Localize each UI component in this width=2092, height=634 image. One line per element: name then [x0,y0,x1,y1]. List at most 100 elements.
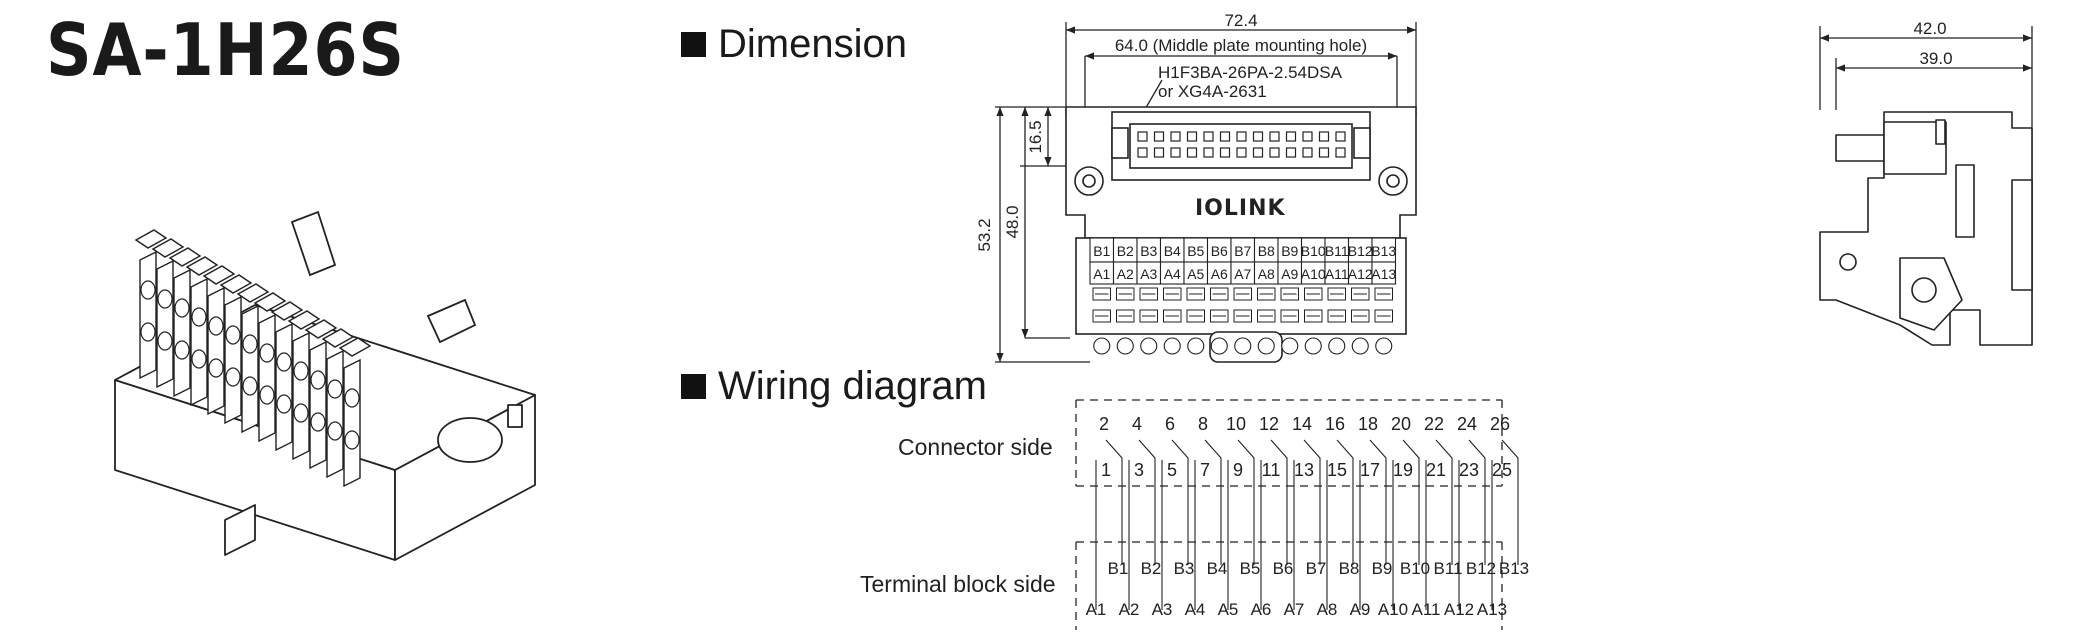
terminal-hole [1328,337,1346,355]
connector-pin [1335,147,1346,158]
side-width-base: 39.0 [1919,49,1952,68]
connector-pin [1219,147,1231,158]
wiring-a-terminal: A9 [1350,600,1371,619]
connector-pin [1269,131,1280,142]
wire-even [1501,439,1519,565]
terminal-hole [1234,337,1252,355]
wiring-b-terminal: B3 [1174,559,1195,578]
wiring-odd-pin: 25 [1492,460,1512,480]
wiring-a-terminal: A1 [1086,600,1107,619]
iso-screw [191,307,207,327]
wiring-b-terminal: B9 [1372,559,1393,578]
connector-pin [1203,147,1214,158]
wiring-b-terminal: B10 [1400,559,1430,578]
wiring-even-pin: 18 [1358,414,1378,434]
wiring-a-terminal: A13 [1477,600,1507,619]
connector-pin [1153,131,1165,142]
iso-screw [242,334,258,354]
iso-screw [157,331,173,351]
wire-even [1435,439,1453,565]
front-a-label: A5 [1187,266,1204,282]
connector-pin [1153,147,1165,158]
iso-screw [140,280,156,300]
iso-screw [327,379,343,399]
front-a-label: A1 [1093,266,1110,282]
wiring-heading: Wiring diagram [681,366,987,406]
iso-screw [208,358,224,378]
front-a-label: A9 [1281,266,1298,282]
front-a-label: A4 [1164,266,1181,282]
front-b-label: B13 [1371,243,1396,259]
connector-pin [1137,131,1148,142]
terminal-hole [1304,337,1322,355]
terminal-hole [1163,337,1181,355]
front-a-label: A12 [1348,266,1373,282]
connector-pin [1252,131,1264,142]
iso-screw [225,367,241,387]
front-a-label: A3 [1140,266,1157,282]
wiring-lines: 21B1A143B2A265B3A387B4A4109B5A51211B6A61… [1086,414,1530,619]
iso-screw [259,343,275,363]
model-title: SA-1H26S [46,8,405,92]
wiring-b-terminal: B2 [1141,559,1162,578]
wiring-even-pin: 12 [1259,414,1279,434]
wiring-even-pin: 16 [1325,414,1345,434]
front-b-label: B6 [1211,243,1228,259]
iso-terminal-top [321,328,355,348]
wiring-odd-pin: 7 [1200,460,1210,480]
front-a-label: A11 [1325,266,1349,282]
connector-pin [1252,147,1264,158]
front-b-label: B12 [1348,243,1373,259]
connector-pin [1170,131,1181,142]
wire-even [1303,439,1321,565]
wire-even [1171,439,1189,565]
connector-pin [1318,147,1330,158]
iso-terminal-top [185,256,219,276]
wiring-a-terminal: A5 [1218,600,1239,619]
wiring-even-pin: 20 [1391,414,1411,434]
connector-pin [1137,147,1148,158]
wiring-a-terminal: A10 [1378,600,1408,619]
wiring-odd-pin: 3 [1134,460,1144,480]
svg-text:IOLINK: IOLINK [1195,196,1286,221]
iso-screw [191,349,207,369]
wiring-even-pin: 22 [1424,414,1444,434]
wiring-b-terminal: B5 [1240,559,1261,578]
terminal-hole [1257,337,1275,355]
iso-screw [293,361,309,381]
front-b-label: B5 [1187,243,1204,259]
terminal-block-array [134,229,372,488]
iso-screw [327,421,343,441]
terminal-hole [1210,337,1228,355]
iso-screw [276,352,292,372]
wiring-even-pin: 24 [1457,414,1477,434]
wire-even [1204,439,1222,565]
wiring-odd-pin: 11 [1262,460,1281,480]
wiring-odd-pin: 13 [1294,460,1314,480]
wire-even [1468,439,1486,565]
iso-screw [259,385,275,405]
iso-terminal-top [236,283,270,303]
iso-terminal-top [134,229,168,249]
wiring-b-terminal: B11 [1434,559,1463,578]
iso-screw [344,388,360,408]
terminal-hole [1375,337,1393,355]
wiring-odd-pin: 15 [1327,460,1347,480]
iso-screw [225,325,241,345]
front-b-label: B11 [1325,243,1349,259]
connector-pin [1285,147,1297,158]
wire-even [1369,439,1387,565]
iolink-logo: IOLINK [1195,196,1286,221]
iso-screw [157,289,173,309]
wiring-b-terminal: B1 [1108,559,1129,578]
front-b-label: B2 [1117,243,1134,259]
wiring-even-pin: 2 [1099,414,1109,434]
front-a-label: A8 [1258,266,1275,282]
dimension-heading: Dimension [681,24,907,64]
terminal-hole [1187,337,1205,355]
wiring-a-terminal: A11 [1412,600,1441,619]
